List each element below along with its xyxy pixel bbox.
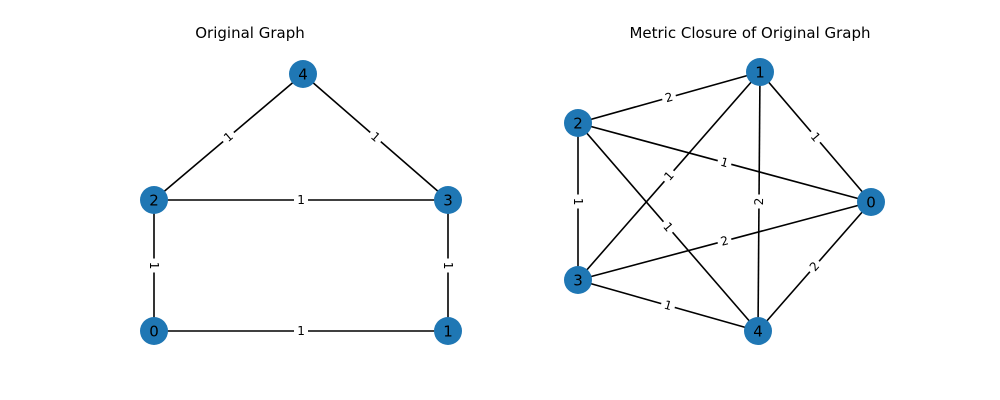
edge-weight-label: 1 [364,126,387,148]
edge-weight-label: 1 [217,126,240,148]
edge-weight-label: 1 [804,126,827,148]
edge-weight-label-background [657,216,679,238]
edge-weight-text: 1 [297,324,305,338]
edge-weight-label: 1 [440,258,456,273]
graph-node-0[interactable] [140,317,168,345]
edge-weight-label: 1 [659,295,677,316]
edge-weight-label: 1 [657,216,679,238]
graph-node-2[interactable] [564,109,592,137]
graph-node-4[interactable] [289,60,317,88]
edge-weight-text: 2 [719,233,730,248]
edge-weight-label-background [803,255,826,278]
panel-title-original-graph: Original Graph [195,24,305,42]
graph-node-1[interactable] [434,317,462,345]
graph-node-label-2: 2 [149,192,159,210]
graph-node-label-4: 4 [753,323,763,341]
edge-weight-label: 1 [658,165,680,187]
graph-node-label-0: 0 [149,323,159,341]
graph-node-label-0: 0 [866,194,876,212]
edge-weight-text: 1 [297,193,305,207]
edge-weight-label-background [658,165,680,187]
edge-weight-text: 1 [719,155,730,171]
edge-weight-label: 2 [660,87,678,108]
graph-node-3[interactable] [564,266,592,294]
graph-node-0[interactable] [857,188,885,216]
edge-weight-label-background [659,295,677,316]
edge-weight-text: 1 [441,262,455,270]
nodes-layer: 4 2 3 0 1 1 2 0 3 4 [140,58,885,345]
edge-weight-label-background [294,192,308,208]
edge-weight-text: 1 [662,298,673,314]
graph-node-label-1: 1 [443,323,453,341]
graph-node-label-2: 2 [573,115,583,133]
edge-weight-label: 1 [294,192,308,208]
edge-weight-label-background [660,87,678,108]
edge-labels-layer: 1 1 1 1 1 1 2 1 1 1 1 1 2 2 1 2 [146,87,827,339]
edge-weight-label-background [715,231,734,251]
panel-title-metric-closure-graph: Metric Closure of Original Graph [629,24,871,42]
graph-node-label-1: 1 [755,64,765,82]
edge-weight-label: 2 [715,231,734,251]
edge-weight-label-background [804,126,827,148]
graph-node-label-3: 3 [573,272,583,290]
edge-weight-text: 2 [663,90,674,106]
edge-weight-label: 1 [146,258,162,273]
graph-node-1[interactable] [746,58,774,86]
edge-weight-label-background [570,194,586,209]
graph-node-label-3: 3 [443,192,453,210]
edge-weight-label-background [750,194,768,209]
edge-weight-label-background [146,258,162,273]
graph-node-2[interactable] [140,186,168,214]
edge-weight-label-background [715,152,734,173]
edge-weight-label-background [440,258,456,273]
graph-node-4[interactable] [744,317,772,345]
edge-weight-label: 1 [570,194,586,209]
edge-weight-label: 2 [750,194,768,209]
graph-node-label-4: 4 [298,66,308,84]
graph-node-3[interactable] [434,186,462,214]
edge-weight-label: 1 [294,323,308,339]
edge-weight-label-background [217,126,240,148]
edge-weight-label: 1 [715,152,734,173]
edge-weight-label-background [294,323,308,339]
edge-weight-label-background [364,126,387,148]
edge-weight-text: 2 [752,198,766,206]
edge-weight-label: 2 [803,255,826,278]
edge-weight-text: 1 [147,262,161,270]
edge-weight-text: 1 [571,198,585,206]
